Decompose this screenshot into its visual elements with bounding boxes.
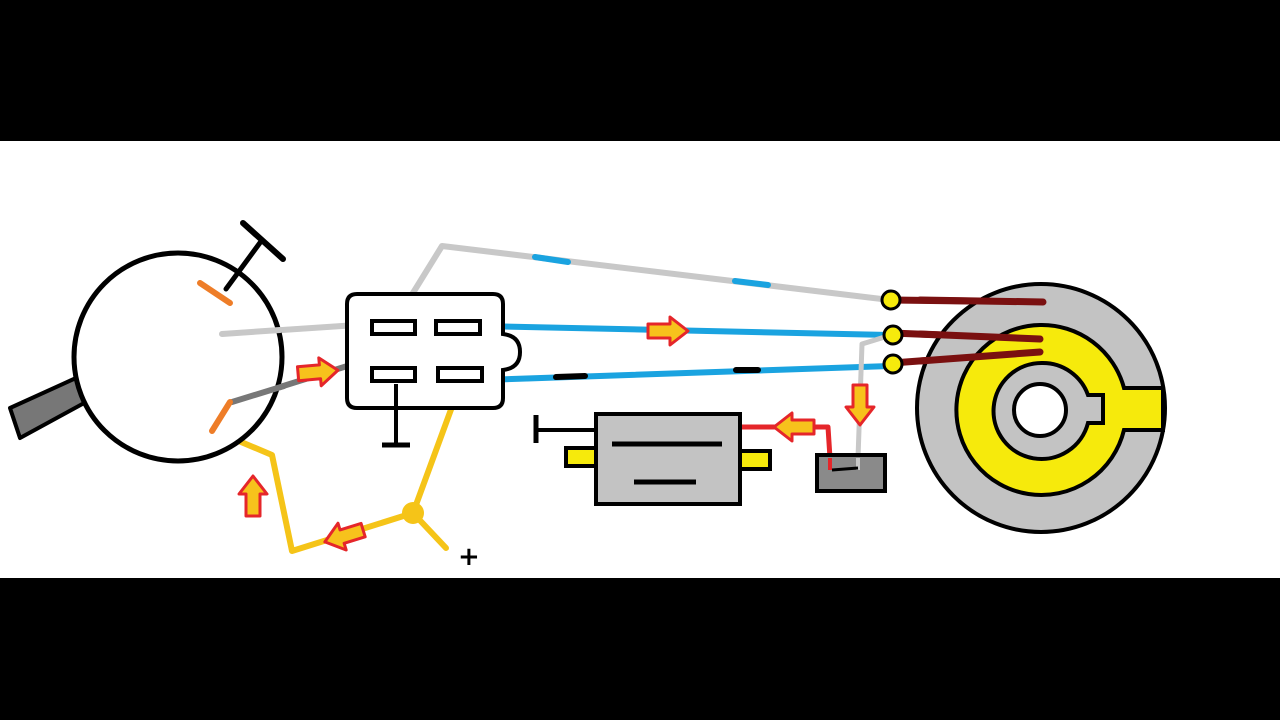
arrow-yellow-up [237, 474, 269, 518]
fuse-module [815, 453, 887, 493]
module-body [815, 453, 887, 493]
terminal-top [880, 289, 902, 311]
wire-orange-lower-overlay [209, 399, 233, 434]
wire-dark-red-1-over [916, 296, 1047, 306]
letterbox-bottom [0, 578, 1280, 720]
switch-lever [223, 237, 265, 292]
motor-body [594, 412, 742, 506]
wire-orange-top-overlay [197, 280, 233, 306]
relay-body [345, 292, 523, 410]
motor-tab-left [564, 446, 598, 468]
wire-dark-red-2-over [916, 330, 1044, 343]
relay-pin-4 [436, 366, 484, 383]
arrow-yellow-left [319, 515, 369, 557]
wire-stripe-blue-2 [732, 278, 771, 288]
relay-pin-1 [370, 319, 417, 336]
module-link [831, 466, 859, 472]
motor-tab-right [738, 449, 772, 471]
arrow-down-to-module [844, 383, 876, 427]
wire-stripe-black-1 [553, 373, 588, 380]
rotor-center-hole [1012, 382, 1068, 438]
arrow-blue-right [646, 315, 690, 347]
wire-light-gray-switch-overlay [219, 327, 283, 337]
switch-body [71, 250, 285, 464]
motor [533, 412, 772, 506]
arrow-to-relay [295, 354, 341, 390]
ignition-switch [8, 220, 286, 464]
wire-red [742, 424, 833, 459]
terminal-middle [882, 324, 904, 346]
terminal-bottom [882, 353, 904, 375]
wire-dark-red-3-over [916, 348, 1044, 365]
wire-stripe-blue-1 [532, 254, 571, 265]
supply-plus-label: + [458, 542, 480, 572]
wire-dark-gray-overlay [229, 383, 287, 405]
rotor-contact-disc [915, 282, 1167, 534]
relay [345, 292, 523, 448]
switch-lever-cap [240, 220, 286, 262]
supply-junction [402, 502, 424, 524]
wire-blue-lower [481, 363, 893, 383]
letterbox-top [0, 0, 1280, 141]
arrow-to-motor [772, 411, 816, 443]
relay-pin-2 [434, 319, 482, 336]
key-handle [8, 376, 88, 440]
relay-pin-3 [370, 366, 417, 383]
